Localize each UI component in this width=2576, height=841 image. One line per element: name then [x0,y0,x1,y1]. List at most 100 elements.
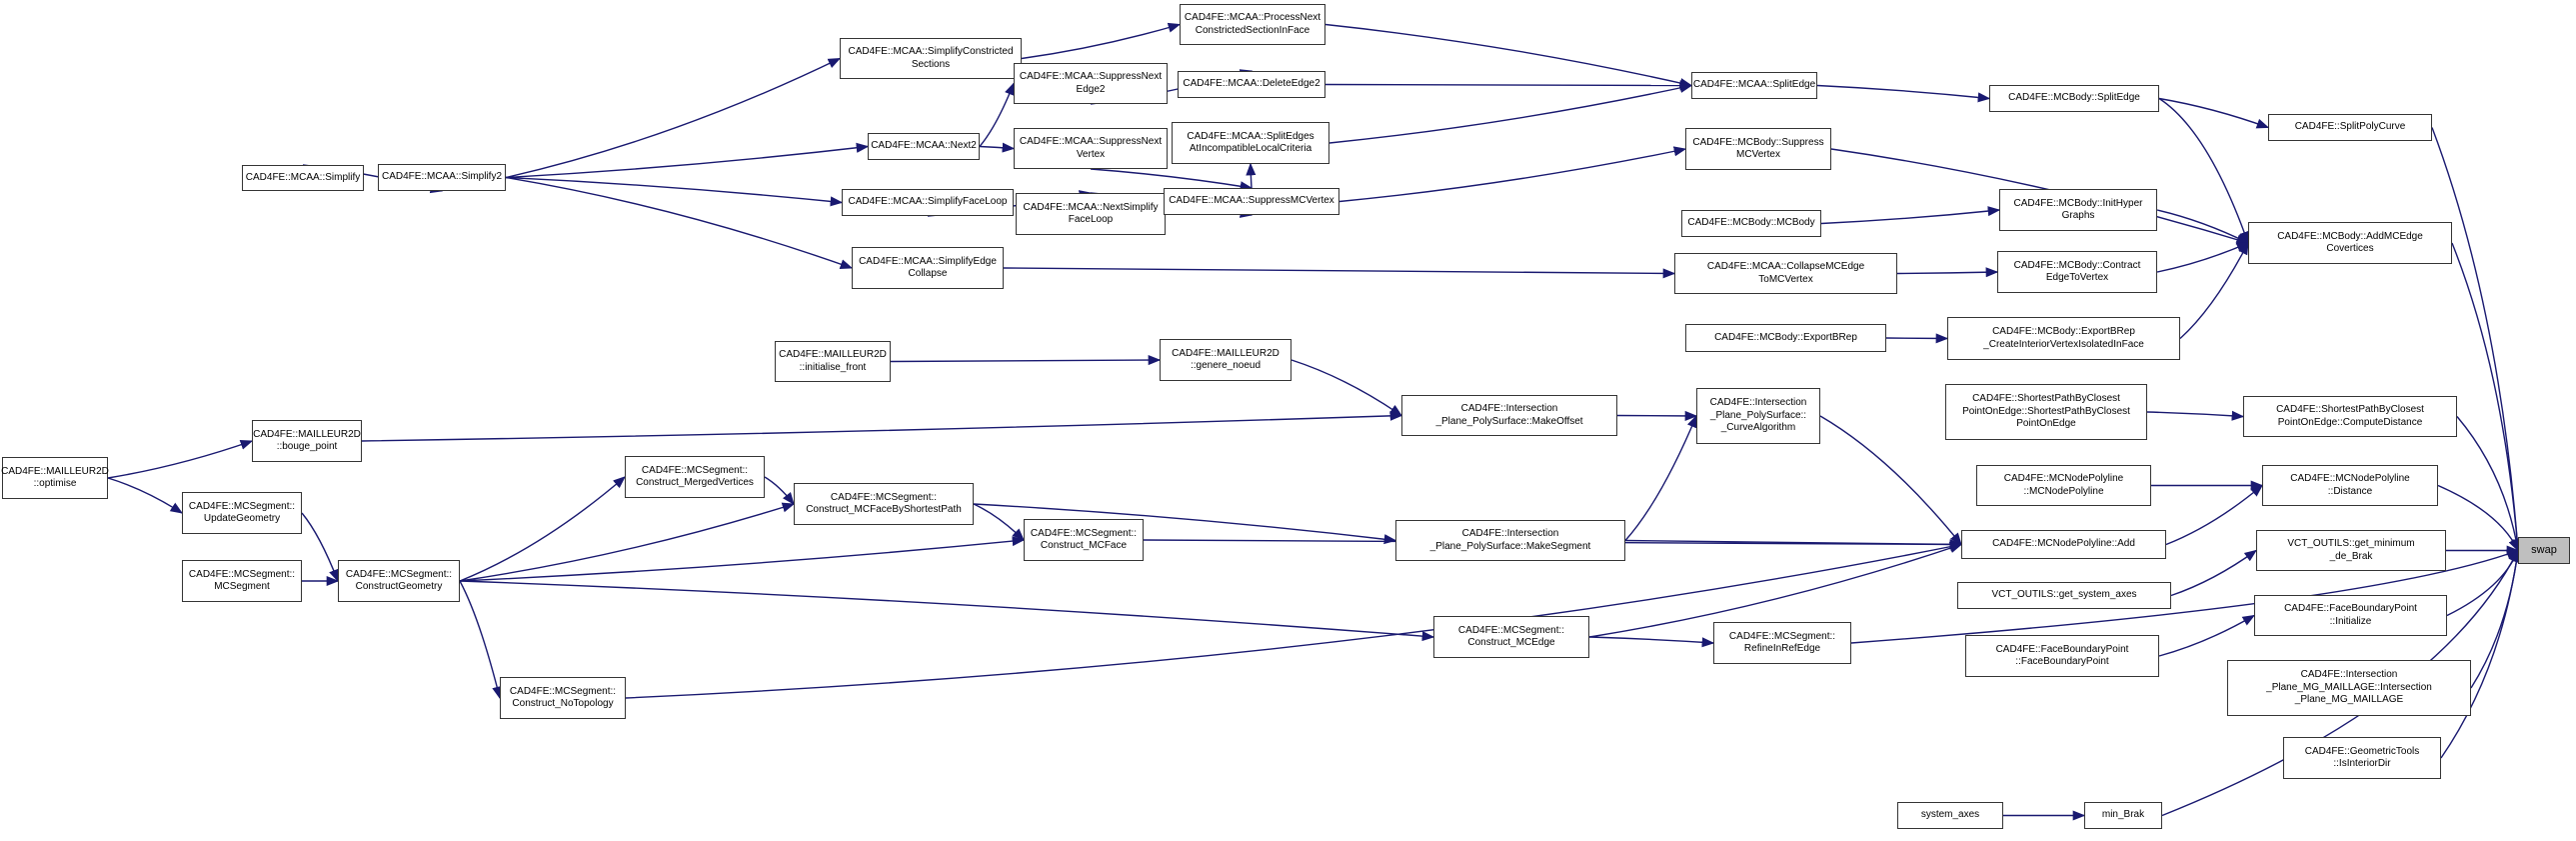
call-edge-split-edges-incompat--mcaa-splitedge [1328,82,1693,144]
graph-node-simplify2[interactable]: CAD4FE::MCAA::Simplify2 [378,164,506,191]
graph-node-construct-notopology[interactable]: CAD4FE::MCSegment::Construct_NoTopology [500,677,626,719]
graph-node-label-line: CAD4FE::MCSegment:: [1457,624,1565,636]
graph-node-construct-mcface[interactable]: CAD4FE::MCSegment::Construct_MCFace [1024,519,1144,561]
graph-node-construct-merged-vertices[interactable]: CAD4FE::MCSegment::Construct_MergedVerti… [625,456,765,498]
graph-node-get-minimum[interactable]: VCT_OUTILS::get_minimum_de_Brak [2256,530,2446,571]
graph-node-make-segment[interactable]: CAD4FE::Intersection_Plane_PolySurface::… [1395,520,1625,561]
graph-node-genere-noeud[interactable]: CAD4FE::MAILLEUR2D::genere_noeud [1160,339,1291,381]
graph-node-label-line: ToMCVertex [1758,273,1813,285]
graph-node-label-line: Sections [911,58,951,70]
graph-node-construct-geometry[interactable]: CAD4FE::MCSegment::ConstructGeometry [338,560,460,602]
graph-node-label-line: CAD4FE::MCAA::Next2 [871,140,977,152]
graph-node-construct-mcface-shortest[interactable]: CAD4FE::MCSegment::Construct_MCFaceBySho… [794,483,974,525]
graph-node-label-line: CAD4FE::MCAA::Simplify2 [381,171,503,183]
graph-node-label-line: UpdateGeometry [203,513,281,524]
graph-node-label-line: CAD4FE::MCBody::MCBody [1687,217,1815,229]
graph-node-make-offset[interactable]: CAD4FE::Intersection_Plane_PolySurface::… [1401,395,1617,436]
graph-node-faceboundary-init[interactable]: CAD4FE::FaceBoundaryPoint::Initialize [2254,595,2447,636]
call-edge-mcaa-splitedge--mcbody-splitedge [1816,84,1991,103]
graph-node-mcbody-splitedge[interactable]: CAD4FE::MCBody::SplitEdge [1989,85,2159,112]
graph-node-faceboundary-ctor[interactable]: CAD4FE::FaceBoundaryPoint::FaceBoundaryP… [1965,635,2159,677]
call-edge-suppress-mcvertex--mcbody-suppress-mcvertex [1338,146,1687,203]
call-edge-optimise--bouge-point [107,439,254,479]
graph-node-get-system-axes[interactable]: VCT_OUTILS::get_system_axes [1957,582,2171,609]
graph-node-label-line: _CreateInteriorVertexIsolatedInFace [1983,338,2144,350]
graph-node-label-line: ::optimise [33,478,77,489]
graph-node-suppress-mcvertex[interactable]: CAD4FE::MCAA::SuppressMCVertex [1164,188,1339,215]
call-edge-make-segment--curve-algorithm [1624,414,1697,541]
graph-node-distance[interactable]: CAD4FE::MCNodePolyline::Distance [2262,465,2438,506]
graph-node-label-line: CAD4FE::MCAA::SuppressMCVertex [1169,195,1334,207]
call-edge-init-hypergraphs--add-mcedge-covertices [2156,209,2250,244]
graph-node-label-line: CAD4FE::FaceBoundaryPoint [2284,603,2417,614]
call-edge-initialise-front--genere-noeud [890,355,1162,366]
graph-node-label-line: min_Brak [2101,809,2145,821]
call-edge-construct-mcedge--add [1588,543,1963,638]
graph-node-label-line: _Plane_MG_MAILLAGE [2294,694,2404,706]
call-edge-construct-geometry--construct-mcedge [459,580,1435,642]
graph-node-label-line: VCT_OUTILS::get_system_axes [1991,589,2137,601]
graph-node-label-line: CAD4FE::Intersection [1460,403,1558,414]
call-edge-intersection-mg-ctor--swap [2470,549,2522,689]
graph-node-update-geometry[interactable]: CAD4FE::MCSegment::UpdateGeometry [182,492,302,534]
graph-node-label-line: CAD4FE::MCBody::AddMCEdge [2277,230,2423,242]
call-edge-curve-algorithm--add [1819,415,1962,546]
graph-node-swap: swap [2518,537,2570,564]
graph-node-bouge-point[interactable]: CAD4FE::MAILLEUR2D::bouge_point [252,420,362,462]
call-edge-simplify-constricted--process-next [1021,22,1182,60]
graph-node-label-line: CAD4FE::MCBody::Suppress [1692,136,1824,148]
graph-node-delete-edge2[interactable]: CAD4FE::MCAA::DeleteEdge2 [1178,71,1325,98]
graph-node-construct-mcedge[interactable]: CAD4FE::MCSegment::Construct_MCEdge [1433,616,1589,658]
graph-node-curve-algorithm[interactable]: CAD4FE::Intersection_Plane_PolySurface::… [1696,388,1820,444]
graph-node-label-line: MCSegment [214,581,270,592]
graph-node-label-line: CAD4FE::MCBody::ExportBRep [1992,326,2135,337]
graph-node-split-polycurve[interactable]: CAD4FE::SplitPolyCurve [2268,114,2432,141]
graph-node-mcsegment-ctor[interactable]: CAD4FE::MCSegment::MCSegment [182,560,302,602]
graph-node-simplify[interactable]: CAD4FE::MCAA::Simplify [242,165,364,191]
call-edge-construct-notopology--add [625,541,1963,699]
graph-node-export-brep-create[interactable]: CAD4FE::MCBody::ExportBRep_CreateInterio… [1947,317,2180,360]
graph-node-export-brep[interactable]: CAD4FE::MCBody::ExportBRep [1685,324,1886,352]
graph-node-simplify-faceloop[interactable]: CAD4FE::MCAA::SimplifyFaceLoop [842,189,1014,216]
graph-node-optimise[interactable]: CAD4FE::MAILLEUR2D::optimise [1,457,109,499]
graph-node-label-line: CAD4FE::MCAA::SplitEdges [1187,130,1314,142]
graph-node-geometric-tools[interactable]: CAD4FE::GeometricTools::IsInteriorDir [2283,737,2441,779]
graph-node-label-line: system_axes [1920,809,1980,821]
call-edge-faceboundary-ctor--faceboundary-init [2158,614,2256,657]
graph-node-label-line: PointOnEdge::ShortestPathByClosest [1962,405,2130,417]
graph-node-label-line: CAD4FE::MCSegment:: [345,568,453,580]
graph-node-label-line: CAD4FE::MCSegment:: [830,491,938,503]
graph-node-add[interactable]: CAD4FE::MCNodePolyline::Add [1961,530,2166,559]
graph-node-refine-in-refedge[interactable]: CAD4FE::MCSegment::RefineInRefEdge [1713,622,1851,664]
graph-node-initialise-front[interactable]: CAD4FE::MAILLEUR2D::initialise_front [775,341,891,382]
graph-node-system-axes[interactable]: system_axes [1897,802,2003,829]
graph-node-intersection-mg-ctor[interactable]: CAD4FE::Intersection_Plane_MG_MAILLAGE::… [2227,660,2471,716]
graph-node-next2[interactable]: CAD4FE::MCAA::Next2 [868,133,980,160]
graph-node-label-line: _Plane_MG_MAILLAGE::Intersection [2266,681,2432,693]
graph-node-label-line: CAD4FE::Intersection [2300,669,2398,681]
graph-node-label-line: RefineInRefEdge [1743,643,1821,654]
graph-node-mcaa-splitedge[interactable]: CAD4FE::MCAA::SplitEdge [1691,72,1817,99]
call-edge-geometric-tools--swap [2440,549,2522,759]
graph-node-mcbody-ctor[interactable]: CAD4FE::MCBody::MCBody [1681,210,1821,237]
call-edge-mcbody-splitedge--split-polycurve [2158,97,2270,129]
call-edge-construct-geometry--construct-merged-vertices [459,476,626,582]
graph-node-mcnodepolyline-ctor[interactable]: CAD4FE::MCNodePolyline::MCNodePolyline [1976,465,2151,506]
call-edge-genere-noeud--make-offset [1290,359,1403,417]
graph-node-min-brak[interactable]: min_Brak [2084,802,2162,829]
